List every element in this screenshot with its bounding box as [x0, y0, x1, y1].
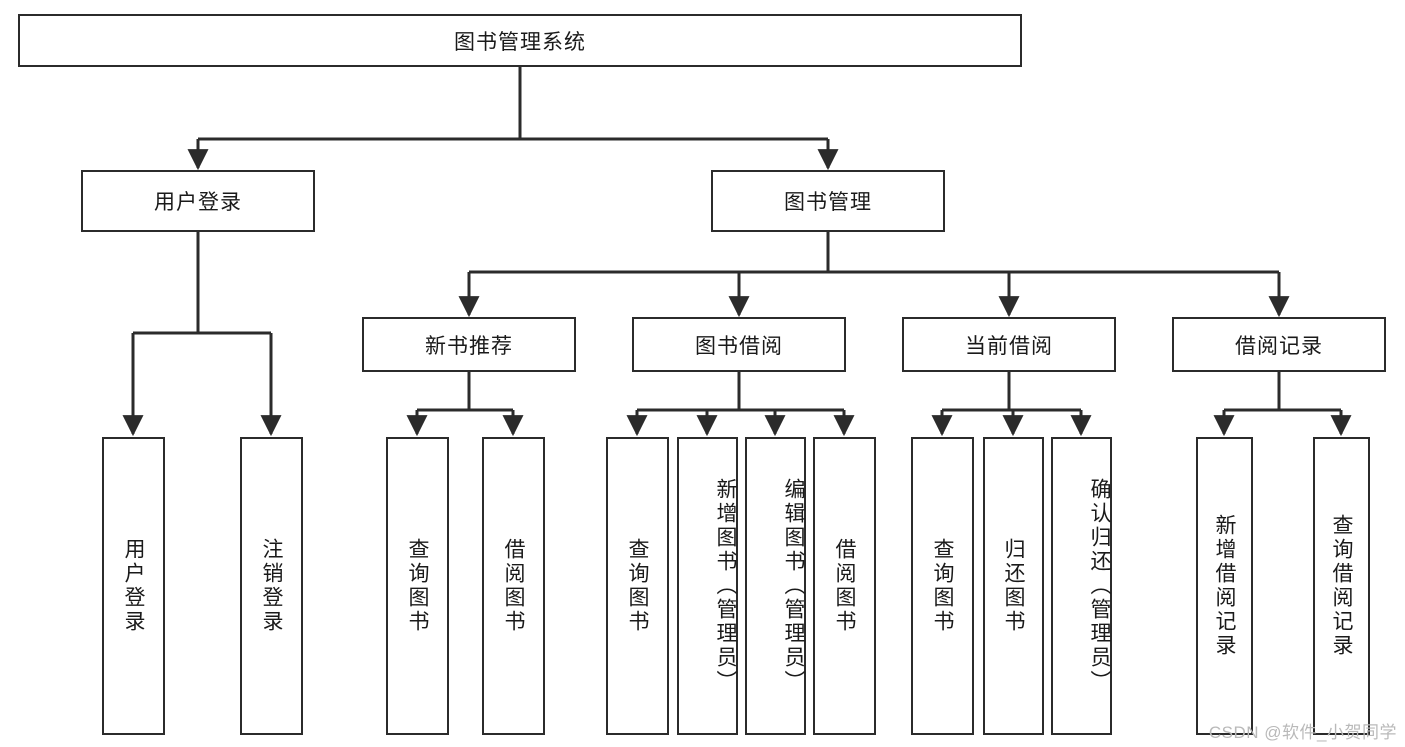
node-leaf-query-book-3-label: 查询图书	[931, 538, 954, 634]
node-leaf-add-record[interactable]: 新增借阅记录	[1196, 437, 1253, 735]
node-leaf-query-book-2-label: 查询图书	[626, 538, 649, 634]
node-root[interactable]: 图书管理系统	[18, 14, 1022, 67]
node-leaf-query-book-1-label: 查询图书	[406, 538, 429, 634]
node-root-label: 图书管理系统	[454, 30, 586, 54]
node-leaf-query-book-1[interactable]: 查询图书	[386, 437, 449, 735]
node-current-borrow[interactable]: 当前借阅	[902, 317, 1116, 372]
node-book-borrow[interactable]: 图书借阅	[632, 317, 846, 372]
node-user-login-label: 用户登录	[154, 191, 242, 214]
node-leaf-edit-book-label: 编辑图书（管理员）	[782, 478, 805, 694]
node-book-borrow-label: 图书借阅	[695, 334, 783, 358]
node-new-book-rec-label: 新书推荐	[425, 334, 513, 358]
node-book-manage[interactable]: 图书管理	[711, 170, 945, 232]
node-leaf-add-book-label: 新增图书（管理员）	[714, 478, 737, 694]
node-leaf-query-book-2[interactable]: 查询图书	[606, 437, 669, 735]
node-leaf-query-record-label: 查询借阅记录	[1330, 514, 1353, 658]
node-borrow-record-label: 借阅记录	[1235, 334, 1323, 358]
node-leaf-confirm-return-label: 确认归还（管理员）	[1088, 478, 1111, 694]
node-leaf-user-logout[interactable]: 注销登录	[240, 437, 303, 735]
node-borrow-record[interactable]: 借阅记录	[1172, 317, 1386, 372]
node-leaf-add-book[interactable]: 新增图书（管理员）	[677, 437, 738, 735]
node-leaf-user-login[interactable]: 用户登录	[102, 437, 165, 735]
node-leaf-edit-book[interactable]: 编辑图书（管理员）	[745, 437, 806, 735]
node-leaf-query-record[interactable]: 查询借阅记录	[1313, 437, 1370, 735]
node-user-login[interactable]: 用户登录	[81, 170, 315, 232]
node-leaf-borrow-book-1[interactable]: 借阅图书	[482, 437, 545, 735]
node-leaf-add-record-label: 新增借阅记录	[1213, 514, 1236, 658]
node-leaf-borrow-book-2[interactable]: 借阅图书	[813, 437, 876, 735]
node-new-book-rec[interactable]: 新书推荐	[362, 317, 576, 372]
node-leaf-borrow-book-2-label: 借阅图书	[833, 538, 856, 634]
node-current-borrow-label: 当前借阅	[965, 334, 1053, 358]
node-leaf-confirm-return[interactable]: 确认归还（管理员）	[1051, 437, 1112, 735]
node-leaf-borrow-book-1-label: 借阅图书	[502, 538, 525, 634]
node-book-manage-label: 图书管理	[784, 191, 872, 214]
node-leaf-return-book[interactable]: 归还图书	[983, 437, 1044, 735]
node-leaf-user-login-label: 用户登录	[122, 538, 145, 634]
watermark: CSDN @软件_小贺同学	[1208, 723, 1397, 742]
node-leaf-query-book-3[interactable]: 查询图书	[911, 437, 974, 735]
node-leaf-user-logout-label: 注销登录	[260, 538, 283, 634]
node-leaf-return-book-label: 归还图书	[1002, 538, 1025, 634]
